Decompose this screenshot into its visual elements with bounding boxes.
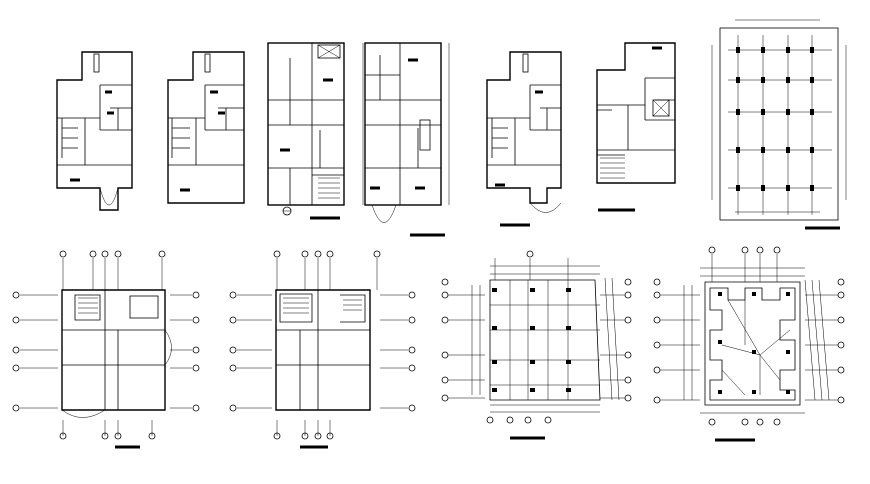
gridline-plan-1 [12, 250, 200, 449]
floor-plan-3 [267, 42, 345, 220]
column-layout-plan [711, 19, 847, 230]
floor-plan-2 [167, 51, 245, 204]
floor-plan-6 [596, 42, 676, 212]
gridline-plan-2 [229, 250, 416, 449]
floor-plan-5 [486, 51, 562, 227]
floor-plan-1 [56, 51, 133, 211]
floor-plan-4 [362, 42, 450, 237]
footing-plan [653, 246, 845, 442]
beam-plan [441, 250, 632, 440]
